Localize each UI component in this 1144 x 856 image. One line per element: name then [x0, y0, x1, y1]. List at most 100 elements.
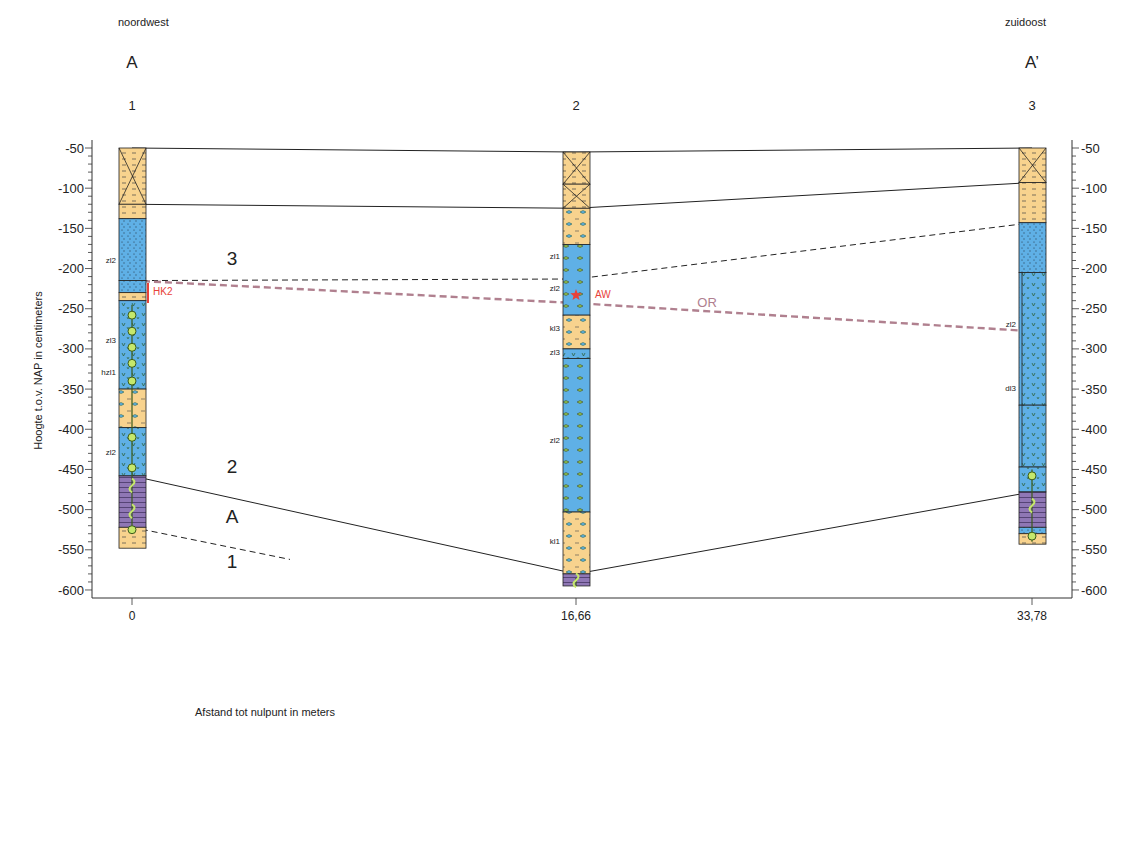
- tick-mark: [1072, 565, 1076, 566]
- soil-layer: [563, 359, 590, 512]
- tick-mark: [1072, 340, 1076, 341]
- lithology-code: zl2: [550, 285, 560, 293]
- tick-mark: [88, 421, 92, 422]
- soil-layer: [1019, 405, 1046, 467]
- disturbed-mark: [563, 184, 590, 208]
- tick-mark: [1072, 244, 1076, 245]
- soil-layer: [563, 244, 590, 315]
- tick-mark: [1072, 268, 1079, 269]
- plant-remains-symbol: [128, 526, 136, 534]
- soil-layer: [563, 152, 590, 184]
- tick-mark: [88, 284, 92, 285]
- tick-mark: [85, 268, 92, 269]
- plant-remains-symbol: [128, 343, 136, 351]
- tick-mark: [88, 477, 92, 478]
- disturbed-mark: [119, 148, 146, 204]
- lithology-code: kl1: [550, 538, 560, 546]
- tick-mark: [88, 581, 92, 582]
- plant-remains-symbol: [1028, 472, 1036, 480]
- axis-tick-label: -150: [58, 222, 84, 235]
- tick-mark: [1072, 188, 1079, 189]
- tick-mark: [88, 565, 92, 566]
- tick-mark: [88, 220, 92, 221]
- line-label: OR: [697, 296, 717, 309]
- soil-layer: [563, 315, 590, 349]
- correlation-line: [132, 148, 1032, 152]
- tick-mark: [1072, 549, 1079, 550]
- axis-tick-label: -600: [58, 584, 84, 597]
- tick-mark: [88, 517, 92, 518]
- axis-tick-label: -350: [58, 383, 84, 396]
- lithology-code: zl2: [1006, 321, 1016, 329]
- y-axis-left: [92, 140, 93, 598]
- axis-tick-label: 16,66: [561, 610, 591, 622]
- tick-mark: [1072, 405, 1076, 406]
- tick-mark: [1072, 429, 1079, 430]
- tick-mark: [1072, 276, 1076, 277]
- tick-mark: [88, 397, 92, 398]
- tick-mark: [1072, 300, 1076, 301]
- tick-mark: [85, 188, 92, 189]
- plant-remains-symbol: [128, 311, 136, 319]
- tick-mark: [1072, 493, 1076, 494]
- lithology-code: zl1: [550, 253, 560, 261]
- axis-tick-label: -450: [58, 463, 84, 476]
- tick-mark: [1072, 236, 1076, 237]
- axis-tick-label: -500: [1081, 503, 1107, 516]
- tick-mark: [88, 324, 92, 325]
- disturbed-mark: [563, 184, 590, 208]
- tick-mark: [88, 573, 92, 574]
- section-end-label: A’: [1025, 54, 1039, 71]
- correlation-line: [132, 527, 290, 559]
- tick-mark: [88, 405, 92, 406]
- tick-mark: [1072, 348, 1079, 349]
- soil-layer: [1019, 223, 1046, 273]
- tick-mark: [1072, 180, 1076, 181]
- y-axis-right: [1072, 140, 1073, 598]
- soil-layer: [563, 512, 590, 574]
- root-symbol: [130, 504, 135, 518]
- tick-mark: [1072, 381, 1076, 382]
- tick-mark: [88, 373, 92, 374]
- tick-mark: [88, 212, 92, 213]
- tick-mark: [1072, 485, 1076, 486]
- tick-mark: [88, 525, 92, 526]
- axis-tick-label: -250: [1081, 302, 1107, 315]
- soil-layer: [119, 219, 146, 281]
- sample-star: [570, 289, 581, 300]
- axis-tick-label: 0: [129, 610, 136, 622]
- axis-tick-label: -300: [58, 342, 84, 355]
- tick-mark: [88, 356, 92, 357]
- tick-mark: [1032, 598, 1033, 605]
- axis-tick-label: -50: [1081, 142, 1100, 155]
- tick-mark: [88, 276, 92, 277]
- boring-number: 1: [128, 99, 135, 112]
- tick-mark: [85, 148, 92, 149]
- tick-mark: [1072, 397, 1076, 398]
- disturbed-mark: [563, 152, 590, 184]
- unit-number: A: [226, 507, 239, 526]
- tick-mark: [1072, 533, 1076, 534]
- tick-mark: [88, 172, 92, 173]
- tick-mark: [1072, 356, 1076, 357]
- tick-mark: [88, 461, 92, 462]
- tick-mark: [1072, 284, 1076, 285]
- tick-mark: [1072, 453, 1076, 454]
- tick-mark: [88, 300, 92, 301]
- x-axis: [92, 598, 1072, 599]
- axis-tick-label: -450: [1081, 463, 1107, 476]
- tick-mark: [1072, 164, 1076, 165]
- tick-mark: [88, 332, 92, 333]
- axis-tick-label: -350: [1081, 383, 1107, 396]
- tick-mark: [132, 598, 133, 605]
- tick-mark: [576, 598, 577, 605]
- tick-mark: [1072, 204, 1076, 205]
- tick-mark: [1072, 364, 1076, 365]
- tick-mark: [1072, 228, 1079, 229]
- tick-mark: [85, 469, 92, 470]
- direction-label: zuidoost: [1005, 17, 1046, 28]
- axis-title: Hoogte t.o.v. NAP in centimeters: [32, 291, 43, 450]
- tick-mark: [88, 164, 92, 165]
- tick-mark: [1072, 308, 1079, 309]
- soil-layer: [119, 204, 146, 218]
